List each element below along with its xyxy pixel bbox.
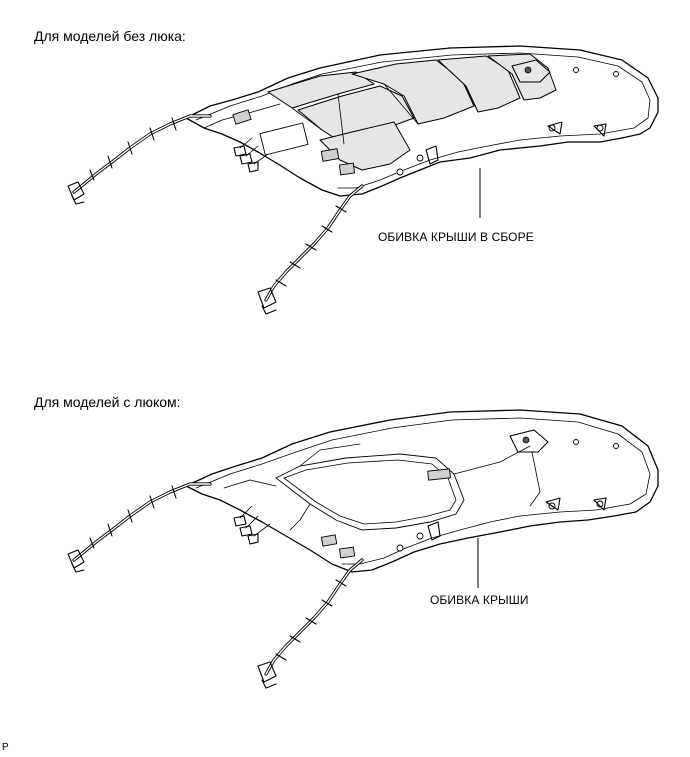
headliner-assembly-figure <box>67 45 659 315</box>
footer-mark: P <box>2 742 9 753</box>
section-2-heading: Для моделей с люком: <box>34 394 181 410</box>
console-opening <box>259 122 309 156</box>
section-1-part-label: ОБИВКА КРЫШИ В СБОРЕ <box>378 230 534 244</box>
insulation-pad-2 <box>297 85 415 145</box>
section-2-part-label: ОБИВКА КРЫШИ <box>430 593 529 607</box>
headliner-sunroof-figure <box>67 409 659 689</box>
headliner-rim-line <box>195 52 651 189</box>
sunroof-opening <box>275 453 465 531</box>
insulation-pad-3 <box>351 59 475 125</box>
harness-left <box>72 114 212 194</box>
harness-left <box>72 482 212 562</box>
section-1-heading: Для моделей без люка: <box>34 28 186 44</box>
headliner-rim-line <box>195 417 651 565</box>
insulation-pad-6 <box>319 121 411 171</box>
